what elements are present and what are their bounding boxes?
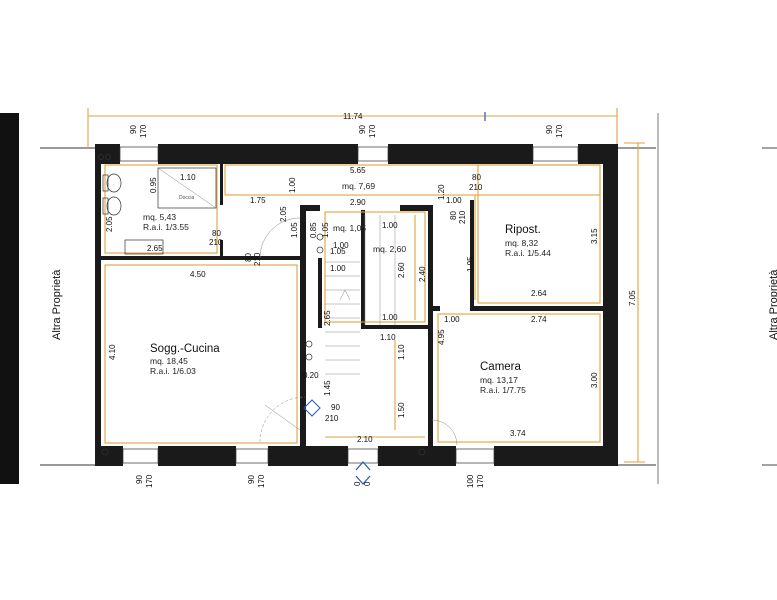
dim-stair-110v: 1.10 <box>397 344 406 360</box>
door-entry-a: 90 <box>331 403 340 412</box>
outer-walls <box>95 144 618 466</box>
dim-hall-105: 1.05 <box>290 222 299 238</box>
storage-rai: R.a.i. 1/5.44 <box>505 248 551 258</box>
bathroom-label: mq. 5,43 R.a.i. 1/3.55 <box>143 212 189 232</box>
door-hall-b: 210 <box>253 252 262 266</box>
living-area: mq. 18,45 <box>150 356 188 366</box>
dim-bed-height: 3.00 <box>590 372 599 388</box>
storage-label: Ripost. mq. 8,32 R.a.i. 1/5.44 <box>505 224 551 258</box>
win-bot-3-b: 170 <box>476 474 485 488</box>
dim-bed-100: 1.00 <box>444 315 460 324</box>
win-top-1-b: 170 <box>139 124 148 138</box>
dim-hall-205: 2.05 <box>279 206 288 222</box>
bathroom-area: mq. 5,43 <box>143 212 176 222</box>
dim-stair-100d: 1.00 <box>446 196 462 205</box>
dim-stair-100c: 1.00 <box>382 313 398 322</box>
stairs-area: mq. 2,60 <box>373 244 406 254</box>
corridor-area: mq. 7,69 <box>342 181 375 191</box>
dim-stair-145: 1.45 <box>323 380 332 396</box>
dim-stair-120: 1.20 <box>437 184 446 200</box>
dim-stair-100b: 1.00 <box>382 221 398 230</box>
overall-height-label: 7.05 <box>628 290 637 306</box>
dim-storage-height: 3.15 <box>590 228 599 244</box>
win-bot-1-b: 170 <box>145 474 154 488</box>
door-entry-bottom-a: 0 <box>353 481 362 486</box>
win-top-2-b: 170 <box>368 124 377 138</box>
dim-bath-205: 2.05 <box>105 216 114 232</box>
door-entry-bottom-b: 0 <box>363 481 372 486</box>
living-label: Sogg.-Cucina mq. 18,45 R.a.i. 1/6.03 <box>150 343 220 376</box>
door-bath-a: 80 <box>212 229 221 238</box>
door-swings <box>101 217 458 456</box>
dim-living-width: 4.50 <box>190 270 206 279</box>
dim-corridor-width: 5.65 <box>350 166 366 175</box>
win-top-3-b: 170 <box>555 124 564 138</box>
room-dimension-boxes <box>104 164 601 444</box>
win-top-2-a: 90 <box>358 125 367 134</box>
dim-bath-top: 1.10 <box>180 173 196 182</box>
door-store2-b: 210 <box>458 210 467 224</box>
left-border-bar <box>0 113 19 484</box>
dim-stair-105: 1.05 <box>330 247 346 256</box>
storage-area: mq. 8,32 <box>505 238 538 248</box>
bedroom-area: mq. 13,17 <box>480 375 518 385</box>
right-side-label: Altra Proprietà <box>768 269 777 340</box>
living-rai: R.a.i. 1/6.03 <box>150 366 196 376</box>
win-bot-2-a: 90 <box>247 475 256 484</box>
storage-name: Ripost. <box>505 224 541 236</box>
win-bot-2-b: 170 <box>257 474 266 488</box>
bedroom-label: Camera mq. 13,17 R.a.i. 1/7.75 <box>480 361 526 395</box>
dim-hall-175: 1.75 <box>250 196 266 205</box>
dim-stair-265: 2.65 <box>323 310 332 326</box>
dim-storage-width: 2.64 <box>531 289 547 298</box>
left-side-label: Altra Proprietà <box>51 269 63 340</box>
dim-stair-110: 1.10 <box>380 333 396 342</box>
dim-hall-020: 0.20 <box>303 371 319 380</box>
dim-right-495: 4.95 <box>437 329 446 345</box>
dim-living-height: 4.10 <box>108 344 117 360</box>
living-name: Sogg.-Cucina <box>150 343 220 355</box>
dim-stair-100a: 1.00 <box>330 264 346 273</box>
stair-hall-area: mq. 1,05 <box>333 223 366 233</box>
dim-stair-260: 2.60 <box>397 262 406 278</box>
win-top-1-a: 90 <box>129 125 138 134</box>
win-bot-1-a: 90 <box>135 475 144 484</box>
overall-width-label: 11.74 <box>343 112 363 121</box>
neighbor-lines <box>40 147 777 466</box>
dim-stair-240: 2.40 <box>418 266 427 282</box>
shower-label: Doccia <box>179 195 195 201</box>
dim-bath-095: 0.95 <box>149 177 158 193</box>
win-top-3-a: 90 <box>545 125 554 134</box>
door-entry-b: 210 <box>325 414 339 423</box>
dim-stair-100e: 1.00 <box>333 241 349 250</box>
dim-stair-150: 1.50 <box>397 402 406 418</box>
dim-stair-width: 2.90 <box>350 198 366 207</box>
door-store-b: 210 <box>469 183 483 192</box>
windows <box>119 146 579 485</box>
door-bath-b: 210 <box>209 238 223 247</box>
bedroom-rai: R.a.i. 1/7.75 <box>480 385 526 395</box>
dim-stair-105v: 1.05 <box>321 222 330 238</box>
dim-bed-width: 3.74 <box>510 429 526 438</box>
dim-stair-085: 0.85 <box>309 222 318 238</box>
overall-dimension-lines <box>87 108 645 463</box>
dim-entry-210: 2.10 <box>357 435 373 444</box>
dim-bed-274: 2.74 <box>531 315 547 324</box>
door-hall-a: 80 <box>244 253 253 262</box>
bathroom-rai: R.a.i. 1/3.55 <box>143 222 189 232</box>
dim-stair-195: 1.95 <box>466 256 475 272</box>
dim-hall-100: 1.00 <box>288 177 297 193</box>
door-store2-a: 80 <box>449 211 458 220</box>
interior-walls <box>95 160 603 446</box>
bathroom-fixtures <box>98 154 217 255</box>
win-bot-3-a: 100 <box>466 474 475 488</box>
bedroom-name: Camera <box>480 361 522 373</box>
dim-bath-bottom: 2.65 <box>147 244 163 253</box>
door-store-a: 80 <box>472 173 481 182</box>
stair-steps <box>325 215 396 375</box>
